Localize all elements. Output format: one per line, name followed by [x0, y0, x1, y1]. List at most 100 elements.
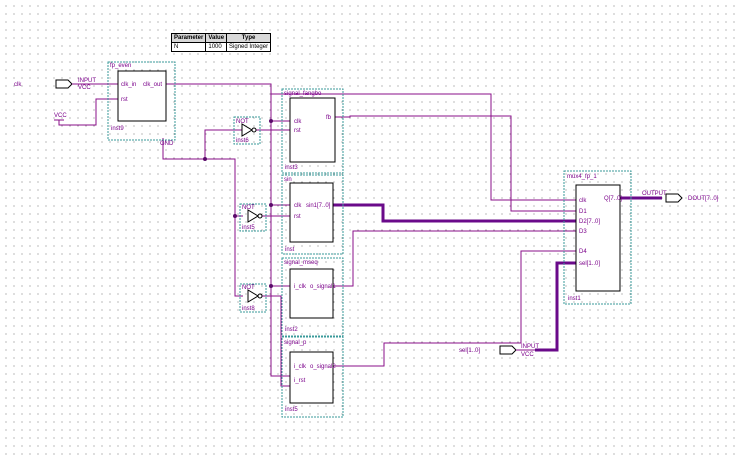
fangbo-port-fb: fb [326, 115, 332, 121]
frame-not1 [233, 116, 261, 145]
sin-port-rst: rst [294, 214, 301, 220]
wire-signal2-d4[interactable] [333, 250, 576, 367]
parameter-type: Signed Integer [226, 42, 272, 52]
not-gate-1-bubble [251, 127, 257, 133]
block-sin[interactable] [289, 182, 334, 243]
dout-output-pin-shape [665, 193, 683, 203]
pins [54, 79, 683, 355]
mseq-port-iclk: i_clk [294, 284, 307, 290]
clk-pin-kind: INPUT [78, 78, 96, 84]
not-gate-2-bubble [257, 213, 263, 219]
junction-dot [269, 119, 273, 123]
vcc-label: VCC [54, 113, 67, 119]
fp-even-port-clk-out: clk_out [143, 82, 162, 88]
bus-sin-d2[interactable] [333, 203, 576, 223]
table-row: N 1000 Signed Integer [170, 42, 272, 52]
junction-dot [269, 284, 273, 288]
block-signal-p[interactable] [289, 351, 334, 404]
frame-mux4 [563, 170, 632, 305]
not-gate-2[interactable] [247, 209, 263, 223]
sel-input-pin-shape [499, 345, 517, 355]
sel-pin-name: sel[1..0] [459, 348, 480, 354]
not3-inst: inst8 [242, 306, 255, 312]
not-gate-2-body [247, 209, 259, 223]
not-gate-1-body [241, 123, 253, 137]
mseq-title: signal_mseq [284, 260, 318, 266]
block-mux4[interactable] [575, 184, 621, 292]
wire-gnd-not1[interactable] [204, 129, 242, 159]
signal-p-port-irst: i_rst [294, 378, 306, 384]
frame-fp-even [107, 61, 176, 141]
mux-port-sel: sel[1..0] [579, 261, 600, 267]
signal-p-inst: inst5 [285, 407, 298, 413]
clk-pin-name: clk [14, 82, 22, 88]
not-gate-3-bubble [257, 293, 263, 299]
wire-clk-out[interactable] [166, 83, 290, 377]
wire-fb-d1[interactable] [335, 115, 576, 212]
mux-port-q: Q[7..0] [604, 196, 622, 202]
gnd-label: GND [160, 141, 174, 147]
bus-sel[interactable] [535, 261, 576, 352]
sel-pin-kind: INPUT [521, 344, 539, 350]
junction-dot [233, 214, 237, 218]
sin-title: sin [284, 177, 292, 183]
mux-port-d1: D1 [579, 209, 587, 215]
dout-output-pin[interactable] [665, 193, 683, 203]
junction-dot [203, 157, 207, 161]
fp-even-port-clk-in: clk_in [121, 82, 136, 88]
mux-port-clk: clk [579, 198, 587, 204]
fangbo-inst: inst3 [285, 165, 298, 171]
frame-signal-p [281, 336, 344, 418]
not1-inst: inst6 [236, 138, 249, 144]
wire-clk-mux[interactable] [271, 93, 576, 201]
frame-sin [281, 174, 344, 255]
not-gates [241, 123, 263, 303]
not2-inst: inst5 [242, 225, 255, 231]
not-gate-3-body [247, 289, 259, 303]
parameter-name: N [170, 42, 207, 52]
fangbo-port-rst: rst [294, 128, 301, 134]
sin-port-clk: clk [294, 203, 302, 209]
not-gate-3[interactable] [247, 289, 263, 303]
junction-dot [269, 203, 273, 207]
wire-not3-out[interactable] [262, 295, 290, 387]
wire-signal1-d3[interactable] [333, 230, 576, 287]
clk-input-pin[interactable] [55, 79, 108, 89]
mux-port-d4: D4 [579, 249, 587, 255]
fangbo-port-clk: clk [294, 119, 302, 125]
frame-not2 [239, 203, 267, 232]
frame-signal-mseq [281, 257, 344, 337]
blocks [117, 70, 621, 404]
not1-type: NOT [236, 119, 249, 125]
fangbo-title: signal_fangbo [284, 91, 322, 97]
not-gate-1[interactable] [241, 123, 257, 137]
clk-pin-sub: VCC [78, 85, 91, 91]
fp-even-title: fp_even [110, 63, 131, 69]
fp-even-inst: inst9 [111, 126, 124, 132]
block-fp-even[interactable] [117, 70, 167, 122]
signal-p-port-out: o_signal2 [310, 364, 336, 370]
sel-pin-sub: VCC [521, 352, 534, 358]
dout-pin-name: DOUT[7..0] [688, 196, 719, 202]
signal-p-title: signal_p [284, 340, 307, 346]
fp-even-port-rst: rst [121, 97, 128, 103]
block-signal-mseq[interactable] [289, 268, 334, 319]
instance-frames [107, 61, 632, 418]
mseq-inst: inst2 [285, 327, 298, 333]
sin-port-out: sin1[7..0] [306, 203, 331, 209]
mux-inst: inst1 [568, 296, 581, 302]
sel-input-pin[interactable] [499, 345, 535, 355]
block-signal-fangbo[interactable] [289, 97, 336, 163]
wire-vcc-rst[interactable] [58, 98, 118, 126]
wire-gnd-net[interactable] [162, 138, 243, 297]
mseq-port-out: o_signal1 [310, 284, 336, 290]
labels: clk INPUT VCC VCC GND sel[1..0] INPUT VC… [14, 63, 719, 413]
parameter-table: Parameter Value Type N 1000 Signed Integ… [170, 33, 272, 52]
frame-signal-fangbo [281, 88, 344, 174]
sin-inst: inst [285, 247, 295, 253]
frame-not3 [239, 283, 267, 313]
dout-pin-kind: OUTPUT [642, 191, 667, 197]
mux-port-d3: D3 [579, 229, 587, 235]
mux-port-d2: D2[7..0] [579, 219, 600, 225]
